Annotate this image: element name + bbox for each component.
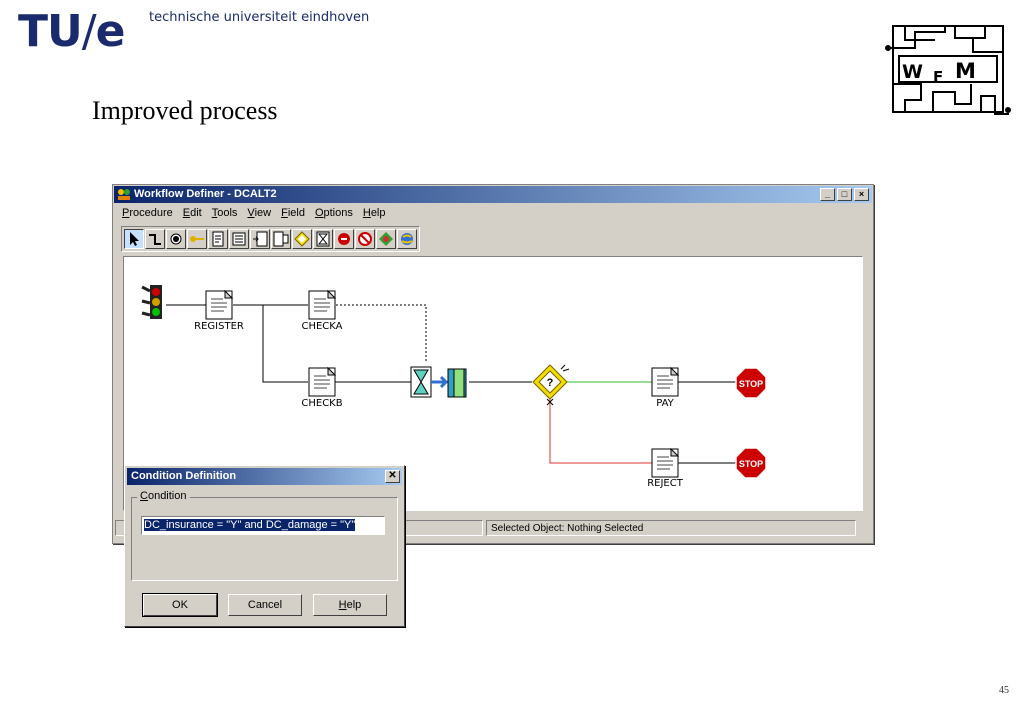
wfm-letter-w: W xyxy=(902,61,923,83)
connector-icon xyxy=(149,234,161,245)
menu-view[interactable]: View xyxy=(247,207,272,219)
menu-bar: Procedure Edit Tools View Field Options … xyxy=(117,205,391,223)
minimize-button[interactable]: _ xyxy=(820,188,835,201)
stop-label: STOP xyxy=(739,459,763,469)
app-icon xyxy=(118,189,130,200)
page-number: 45 xyxy=(999,685,1009,696)
cancel-button[interactable]: Cancel xyxy=(228,594,302,616)
globe-tool[interactable] xyxy=(397,229,417,249)
cancel-tool[interactable] xyxy=(355,229,375,249)
reject-label: REJECT xyxy=(647,478,683,489)
menu-edit[interactable]: Edit xyxy=(182,207,202,219)
traffic-light-icon[interactable] xyxy=(141,285,162,319)
maximize-button[interactable]: □ xyxy=(837,188,852,201)
stop-label: STOP xyxy=(739,379,763,389)
register-label: REGISTER xyxy=(194,321,244,332)
form-step-tool[interactable] xyxy=(208,229,228,249)
stop-sign-icon[interactable]: STOP xyxy=(735,367,767,399)
pay-form-icon[interactable] xyxy=(651,366,680,397)
window-title: Workflow Definer - DCALT2 xyxy=(134,188,277,200)
checkb-form-icon[interactable] xyxy=(308,366,337,397)
select-arrow-tool[interactable] xyxy=(124,229,144,249)
status-selected: Selected Object: Nothing Selected xyxy=(486,520,856,536)
wfm-letter-m: M xyxy=(955,59,976,83)
decision-tool[interactable] xyxy=(292,229,312,249)
menu-options[interactable]: Options xyxy=(314,207,353,219)
stop-sign-icon[interactable]: STOP xyxy=(735,447,767,479)
form-in-tool[interactable] xyxy=(250,229,270,249)
key-tool[interactable] xyxy=(187,229,207,249)
checka-form-icon[interactable] xyxy=(308,289,337,320)
stop-tool[interactable] xyxy=(334,229,354,249)
ok-button[interactable]: OK xyxy=(142,593,218,617)
form-script-icon xyxy=(273,231,289,247)
window-titlebar[interactable]: Workflow Definer - DCALT2 _ □ × xyxy=(114,186,872,203)
university-name: technische universiteit eindhoven xyxy=(149,10,370,25)
cancel-icon xyxy=(358,232,372,246)
checkb-label: CHECKB xyxy=(301,398,343,409)
event-icon xyxy=(170,233,182,245)
reject-form-icon[interactable] xyxy=(651,447,680,478)
wait-tool[interactable] xyxy=(313,229,333,249)
form-in-icon xyxy=(253,231,268,247)
form-script-tool[interactable] xyxy=(271,229,291,249)
sub-process-icon xyxy=(379,232,393,246)
select-arrow-icon xyxy=(130,232,139,246)
help-button[interactable]: Help xyxy=(313,594,387,616)
condition-definition-dialog: Condition Definition ✕ Condition DC_insu… xyxy=(124,465,405,627)
checka-label: CHECKA xyxy=(301,321,343,332)
stop-icon xyxy=(338,233,350,245)
sub-process-tool[interactable] xyxy=(376,229,396,249)
register-form-icon[interactable] xyxy=(205,289,234,320)
condition-input[interactable]: DC_insurance = "Y" and DC_damage = "Y" xyxy=(141,516,385,535)
dialog-close-button[interactable]: ✕ xyxy=(385,470,400,483)
slide-title: Improved process xyxy=(92,96,278,125)
globe-icon xyxy=(401,233,413,245)
close-button[interactable]: × xyxy=(854,188,869,201)
wfm-letter-f: F xyxy=(933,68,943,86)
key-icon xyxy=(190,236,204,242)
condition-text: DC_insurance = "Y" and DC_damage = "Y" xyxy=(144,519,356,531)
menu-tools[interactable]: Tools xyxy=(211,207,238,219)
menu-field[interactable]: Field xyxy=(281,207,305,219)
dialog-title: Condition Definition xyxy=(131,470,237,482)
menu-procedure[interactable]: Procedure xyxy=(122,207,173,219)
condition-group-label: Condition xyxy=(137,490,190,502)
dialog-titlebar[interactable]: Condition Definition xyxy=(127,468,402,485)
form-step-icon xyxy=(212,231,224,247)
wfm-logo: W F M xyxy=(885,25,1011,115)
hourglass-wait-icon[interactable] xyxy=(410,366,467,398)
wait-icon xyxy=(316,231,330,247)
toolbar xyxy=(121,226,420,252)
form-list-tool[interactable] xyxy=(229,229,249,249)
condition-groupbox xyxy=(131,497,398,581)
pay-label: PAY xyxy=(656,398,674,409)
connector-tool[interactable] xyxy=(145,229,165,249)
decision-diamond-icon[interactable] xyxy=(532,364,570,406)
decision-symbol: ? xyxy=(547,377,554,389)
event-tool[interactable] xyxy=(166,229,186,249)
form-list-icon xyxy=(232,232,246,246)
menu-help[interactable]: Help xyxy=(362,207,386,219)
decision-icon xyxy=(294,231,310,247)
tue-logo: TU/e xyxy=(18,6,125,57)
